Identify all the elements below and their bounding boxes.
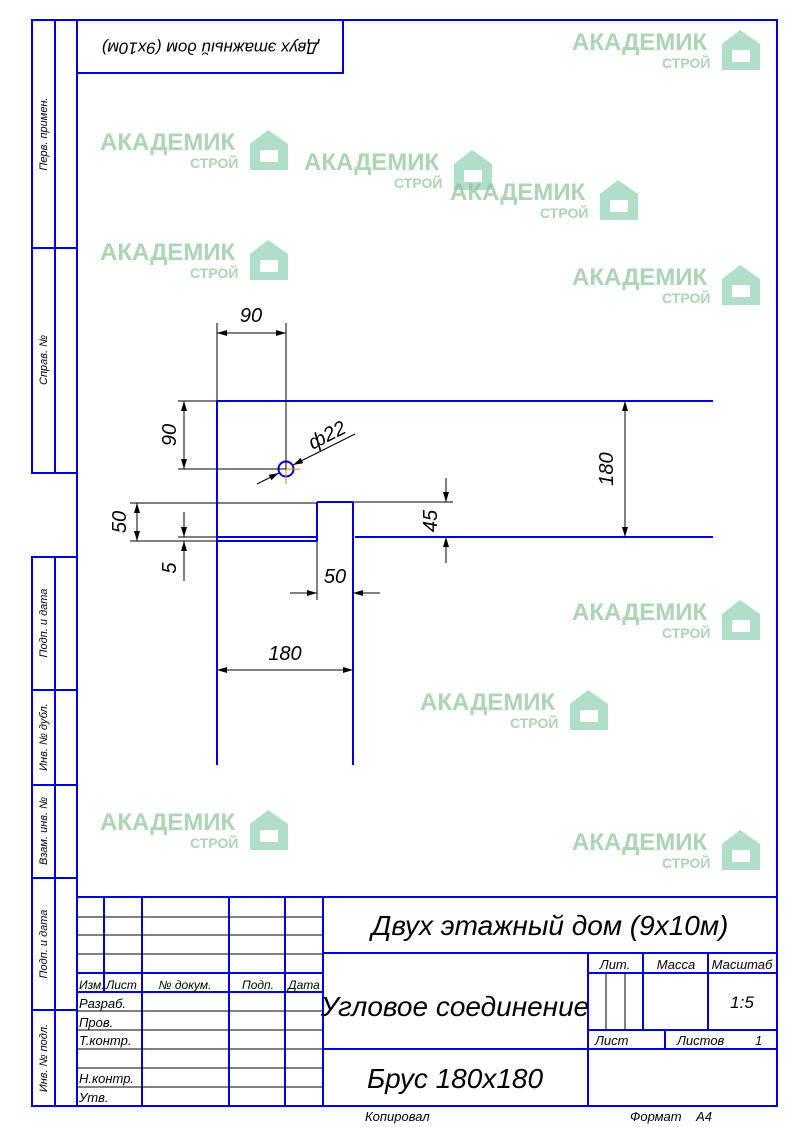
- watermark-subtext: СТРОЙ: [190, 154, 238, 171]
- dim-label-180-bottom: 180: [268, 643, 301, 665]
- watermark-text: АКАДЕМИК: [572, 599, 708, 626]
- scale-label: Масштаб: [712, 957, 773, 972]
- dim-label-5: 5: [159, 562, 181, 574]
- watermark-text: АКАДЕМИК: [100, 809, 236, 836]
- house-logo-icon: [570, 690, 608, 730]
- watermark-text: АКАДЕМИК: [420, 689, 556, 716]
- mass-label: Масса: [657, 957, 695, 972]
- title-block: [77, 896, 777, 1106]
- side-label-ref-no: Справ. №: [38, 335, 50, 385]
- header-doc-no: № докум.: [159, 978, 212, 992]
- watermark-subtext: СТРОЙ: [662, 624, 710, 641]
- house-logo-icon: [722, 600, 760, 640]
- material-label: Брус 180х180: [367, 1063, 544, 1094]
- dim-label-50-left: 50: [109, 511, 131, 533]
- lit-label: Лит.: [599, 957, 630, 972]
- rotated-title: Двух этажный дом (9х10м): [102, 39, 321, 58]
- house-logo-icon: [250, 130, 288, 170]
- dim-label-50-bottom: 50: [324, 566, 346, 588]
- role-norm-control: Н.контр.: [79, 1071, 134, 1086]
- header-date: Дата: [286, 978, 320, 992]
- watermark-subtext: СТРОЙ: [540, 204, 588, 221]
- house-logo-icon: [722, 830, 760, 870]
- header-izm: Изм.: [79, 978, 105, 992]
- watermark-text: АКАДЕМИК: [572, 829, 708, 856]
- house-logo-icon: [250, 240, 288, 280]
- dimension-lines: [130, 323, 628, 673]
- scale-value: 1:5: [730, 993, 754, 1012]
- house-logo-icon: [250, 810, 288, 850]
- side-label-replace-inv: Взам. инв. №: [38, 797, 50, 865]
- dim-label-45: 45: [420, 509, 442, 532]
- role-checker: Пров.: [79, 1015, 113, 1030]
- footer-format: Формат А4: [630, 1109, 712, 1124]
- watermark-subtext: СТРОЙ: [190, 834, 238, 851]
- watermark-subtext: СТРОЙ: [190, 264, 238, 281]
- role-tech-control: Т.контр.: [79, 1033, 131, 1048]
- watermark-subtext: СТРОЙ: [662, 289, 710, 306]
- side-label-sign-date-1: Подп. и дата: [38, 589, 50, 658]
- side-label-sign-date-2: Подп. и дата: [38, 910, 50, 979]
- sheet-label: Лист: [594, 1033, 629, 1048]
- watermark-subtext: СТРОЙ: [662, 854, 710, 871]
- header-sign: Подп.: [242, 978, 274, 992]
- watermark-text: АКАДЕМИК: [450, 179, 586, 206]
- sheets-label: Листов: [676, 1033, 725, 1048]
- footer-copied: Копировал: [365, 1109, 430, 1124]
- house-logo-icon: [722, 265, 760, 305]
- watermark-subtext: СТРОЙ: [662, 54, 710, 71]
- watermark-text: АКАДЕМИК: [572, 29, 708, 56]
- watermark-subtext: СТРОЙ: [510, 714, 558, 731]
- watermark-text: АКАДЕМИК: [100, 129, 236, 156]
- dim-label-180-right: 180: [596, 452, 618, 485]
- header-list: Лист: [105, 978, 137, 992]
- dim-label-hole-diameter: ф22: [305, 417, 350, 454]
- dim-label-top-90: 90: [240, 305, 262, 327]
- house-logo-icon: [454, 150, 492, 190]
- watermark-subtext: СТРОЙ: [394, 174, 442, 191]
- watermark-text: АКАДЕМИК: [304, 149, 440, 176]
- role-developer: Разраб.: [79, 996, 126, 1011]
- sheet-frame: [31, 19, 778, 1107]
- house-logo-icon: [722, 30, 760, 70]
- side-label-dup-inv: Инв. № дубл.: [38, 703, 50, 771]
- dim-label-left-90: 90: [159, 424, 181, 446]
- house-logo-icon: [600, 180, 638, 220]
- sheets-value: 1: [755, 1033, 762, 1048]
- corner-joint-outline: [216, 400, 713, 765]
- watermark-text: АКАДЕМИК: [572, 264, 708, 291]
- side-label-first-use: Перв. примен.: [38, 97, 50, 170]
- project-title: Двух этажный дом (9х10м): [369, 910, 729, 941]
- side-label-orig-inv: Инв. № подл.: [38, 1024, 50, 1092]
- watermark-text: АКАДЕМИК: [100, 239, 236, 266]
- drawing-name: Угловое соединение: [320, 991, 589, 1022]
- role-approved: Утв.: [78, 1090, 109, 1105]
